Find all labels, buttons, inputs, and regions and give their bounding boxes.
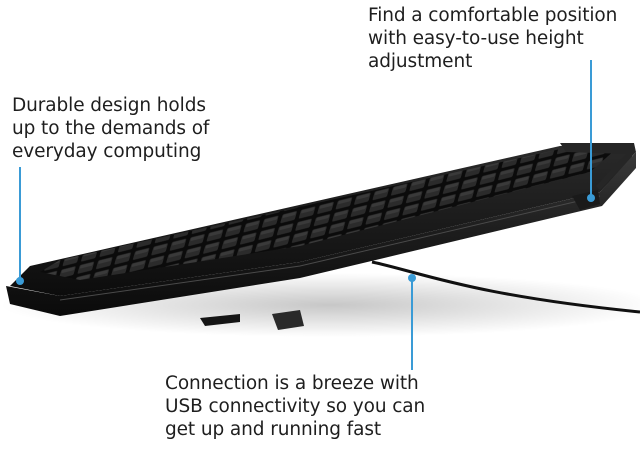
key-field: [40, 148, 615, 280]
callout-dot-height: [587, 194, 595, 202]
callout-lines: [19, 60, 592, 370]
keyboard-rear-rim: [560, 143, 636, 190]
usb-cable: [371, 260, 640, 314]
callout-line-text: Connection is a breeze with: [165, 373, 419, 394]
callout-dot-usb: [408, 274, 416, 282]
callout-line-text: adjustment: [368, 51, 473, 72]
callout-line-text: up to the demands of: [12, 118, 210, 139]
callout-line-text: Durable design holds: [12, 95, 206, 116]
callout-line-text: USB connectivity so you can: [165, 396, 426, 417]
front-foot: [272, 310, 304, 330]
callout-usb-connection: Connection is a breeze with USB connecti…: [165, 372, 425, 441]
keyboard-front-edge: [6, 152, 636, 316]
callout-dot-durable: [16, 277, 24, 285]
callout-durable-design: Durable design holds up to the demands o…: [12, 94, 209, 163]
callout-line-text: get up and running fast: [165, 419, 382, 440]
callout-line-text: Find a comfortable position: [368, 5, 618, 26]
callout-line-text: everyday computing: [12, 141, 202, 162]
callout-height-adjustment: Find a comfortable position with easy-to…: [368, 4, 617, 73]
callout-line-text: with easy-to-use height: [368, 28, 584, 49]
